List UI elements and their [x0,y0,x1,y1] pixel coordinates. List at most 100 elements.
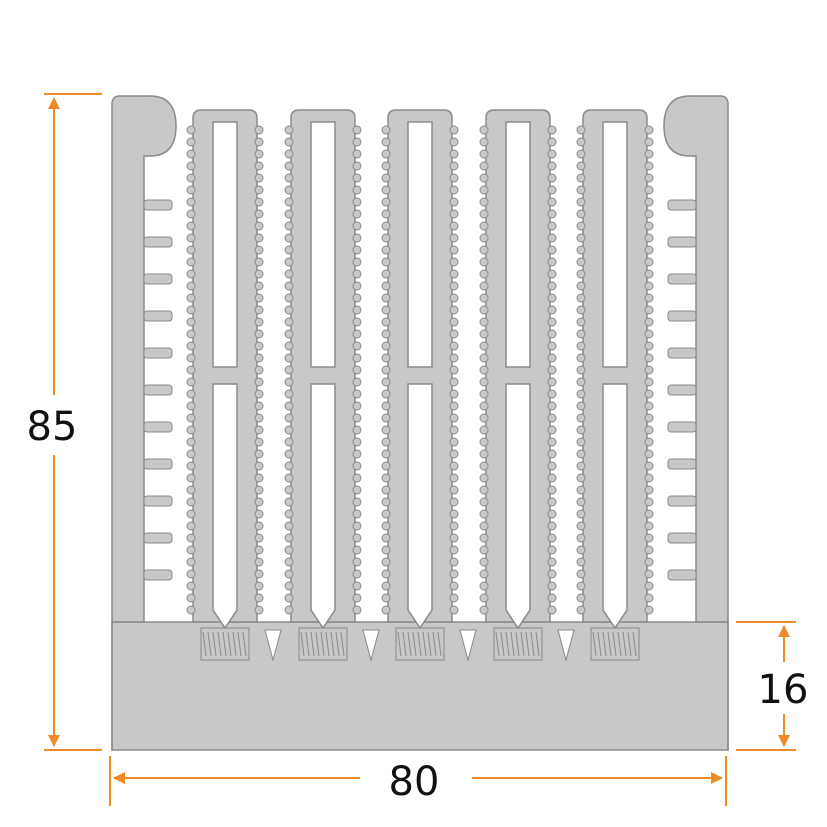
thread-line [305,631,310,657]
fin-cavity-lower [212,383,238,630]
thread-line [330,631,335,657]
fin-serration [352,125,362,135]
fin-serration [576,365,586,375]
fin-serration [186,161,196,171]
fin-serration [352,461,362,471]
fin-serration [479,281,489,291]
fin-serration [352,449,362,459]
fin-serration [576,605,586,615]
fin-serration [254,149,264,159]
fin-serration [186,317,196,327]
fin-serration [479,401,489,411]
fin-serration [352,533,362,543]
fin-serration [576,557,586,567]
fin-serration [479,125,489,135]
fin-serration [352,173,362,183]
fin-serration [284,125,294,135]
fin-serration [576,233,586,243]
fin-serration [254,473,264,483]
fin-serration [547,473,557,483]
fin-serration [479,521,489,531]
fin-serration [547,389,557,399]
thread-line [602,631,607,657]
fin-serration [381,353,391,363]
fin-serration [254,125,264,135]
fin-serration [547,125,557,135]
fin-serration [381,509,391,519]
fin-serration [381,221,391,231]
fin-serration [547,173,557,183]
fin-serration [254,485,264,495]
fin-serration [449,413,459,423]
fin-serration [254,173,264,183]
fin-serration [547,197,557,207]
fin-serration [254,449,264,459]
fin-serration [284,377,294,387]
fin-serration [547,257,557,267]
fin-serration [449,173,459,183]
fin-serration [576,197,586,207]
fin-serration [547,149,557,159]
base-v-groove [362,629,380,662]
fin-serration [576,569,586,579]
fin-serration [284,533,294,543]
fin-serration [547,569,557,579]
fin-serration [254,533,264,543]
fin-serration [547,605,557,615]
fin-serration [352,149,362,159]
fin-serration [479,581,489,591]
fin-serration [644,149,654,159]
fin-serration [576,185,586,195]
fin-serration [254,245,264,255]
fin-serration [352,161,362,171]
fin-serration [284,149,294,159]
fin-serration [186,557,196,567]
right-wall-fin [667,384,697,396]
fin-serration [254,269,264,279]
fin-serration [381,257,391,267]
thread-line [432,631,437,657]
fin-serration [186,329,196,339]
fin-serration [352,353,362,363]
fin-serration [186,521,196,531]
height-dimension: 85 [20,93,102,751]
fin-serration [449,389,459,399]
fin-serration [576,533,586,543]
fin-serration [352,317,362,327]
fin-serration [352,413,362,423]
fin-serration [644,437,654,447]
fin-serration [284,341,294,351]
thread-line [437,631,442,657]
fin-serration [284,221,294,231]
fin-serration [381,317,391,327]
fin-serration [576,521,586,531]
fin-serration [254,437,264,447]
fin-serration [284,233,294,243]
fin-serration [547,269,557,279]
fin-serration [644,389,654,399]
fin-serration [644,425,654,435]
base-v-groove [557,629,575,662]
thread-line [597,631,602,657]
fin-serration [479,545,489,555]
fin-serration [254,461,264,471]
fin-serration [284,545,294,555]
fin-serration [186,581,196,591]
fin-serration [547,365,557,375]
right-wall-fin [667,310,697,322]
left-wall-fin [143,273,173,285]
fin-serration [547,533,557,543]
fin-serration [479,221,489,231]
fin-serration [254,605,264,615]
fin-serration [479,389,489,399]
fin-serration [381,593,391,603]
fin-serration [284,605,294,615]
thread-line [530,631,535,657]
fin-serration [644,365,654,375]
fin-serration [381,149,391,159]
fin-serration [186,473,196,483]
fin-cavity-upper [505,121,531,368]
fin-serration [576,317,586,327]
fin-serration [576,509,586,519]
fin-serration [576,377,586,387]
